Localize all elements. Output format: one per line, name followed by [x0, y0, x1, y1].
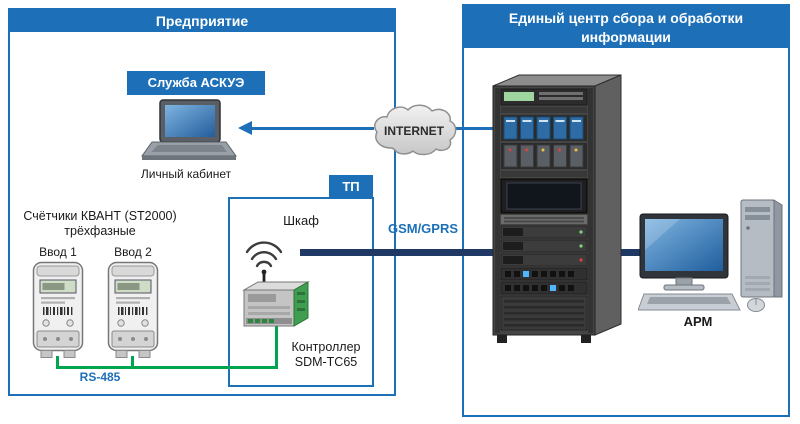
controller-pcb-side	[293, 281, 309, 327]
meter1-illustration	[32, 261, 84, 358]
arrowhead-left-icon	[238, 121, 252, 135]
laptop-caption: Личный кабинет	[140, 167, 232, 181]
meter2-illustration	[107, 261, 159, 358]
internet-to-laptop-line	[250, 127, 374, 130]
rs485-label: RS-485	[79, 370, 121, 384]
datacenter-box: Единый центр сбора и обработки информаци…	[462, 4, 790, 417]
workstation-label: АРМ	[683, 314, 713, 329]
rs485-bus-riser-controller	[275, 326, 278, 369]
meter-barcode	[43, 307, 73, 315]
tower-side	[773, 199, 783, 298]
datacenter-header: Единый центр сбора и обработки информаци…	[464, 6, 788, 48]
rack-side	[594, 74, 622, 336]
wifi-signal-icon	[245, 241, 283, 268]
askue-service-badge: Служба АСКУЭ	[127, 71, 265, 95]
tower-front	[740, 199, 775, 298]
laptop-front-edge	[142, 156, 236, 160]
gsm-gprs-label: GSM/GPRS	[387, 221, 459, 236]
cloud-shape	[374, 104, 457, 156]
internet-label: INTERNET	[384, 124, 445, 138]
laptop-keyboard	[151, 145, 227, 152]
laptop-illustration	[141, 99, 237, 160]
internet-cloud: INTERNET	[374, 104, 457, 156]
meter1-label: Ввод 1	[39, 245, 77, 259]
rs485-bus-horizontal	[56, 366, 278, 369]
monitor-screen	[645, 219, 723, 271]
substation-header: ТП	[329, 175, 373, 199]
cabinet-label: Шкаф	[283, 213, 319, 228]
rack-lcd	[504, 92, 534, 101]
rs485-bus-drop-meter1	[56, 356, 59, 369]
enterprise-header: Предприятие	[10, 10, 394, 32]
controller-caption: Контроллер SDM-TC65	[291, 340, 361, 369]
rack-monitor	[506, 182, 582, 210]
meter-barcode	[118, 307, 148, 315]
server-rack-illustration	[492, 74, 622, 343]
laptop-screen	[165, 105, 215, 137]
controller-illustration	[242, 241, 310, 327]
rs485-bus-drop-meter2	[131, 356, 134, 369]
meter2-label: Ввод 2	[114, 245, 152, 259]
internet-to-server-line	[456, 127, 502, 130]
gsm-link-line	[300, 249, 656, 256]
meters-caption: Счётчики КВАНТ (ST2000) трёхфазные	[23, 209, 177, 238]
workstation-illustration	[638, 199, 783, 312]
